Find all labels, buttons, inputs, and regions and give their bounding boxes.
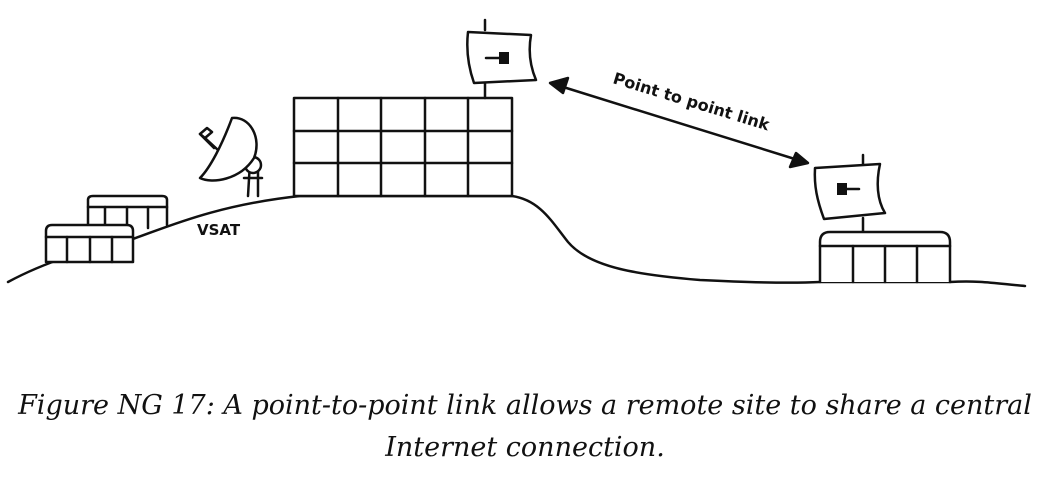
small-building-back — [86, 194, 169, 230]
antenna-icon-remote — [813, 153, 887, 234]
satellite-dish-icon — [198, 116, 264, 198]
vsat-label: VSAT — [197, 221, 241, 239]
link-arrow — [548, 76, 810, 169]
antenna-icon-central — [466, 18, 538, 100]
central-building — [292, 96, 514, 198]
remote-building — [818, 230, 952, 284]
caption-line-2: Internet connection. — [385, 432, 665, 463]
network-diagram: VSAT Point to point link — [6, 18, 1027, 288]
caption-line-1: Figure NG 17: A point-to-point link allo… — [18, 390, 1032, 421]
figure-caption: Figure NG 17: A point-to-point link allo… — [0, 385, 1050, 469]
small-building-front — [44, 223, 135, 264]
link-label: Point to point link — [611, 69, 772, 135]
